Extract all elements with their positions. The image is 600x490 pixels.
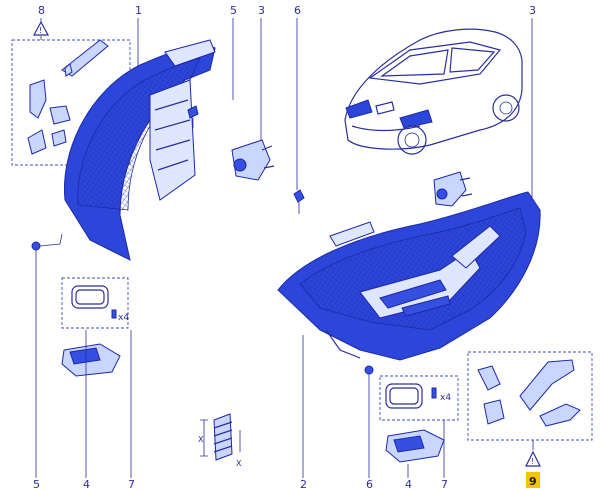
left-led-module	[61, 343, 121, 377]
warning-icon-right: !	[525, 450, 541, 467]
callout-bottom-2: 2	[300, 478, 307, 490]
screw-part-6	[293, 189, 305, 214]
svg-text:!: !	[531, 457, 534, 466]
badge-label: 9	[529, 475, 537, 488]
bracket-kit-group	[11, 39, 131, 166]
callout-bottom-4b: 4	[405, 478, 412, 490]
headlamp-actuator-right	[433, 171, 473, 207]
screw-part	[187, 105, 199, 128]
left-headlamp	[63, 39, 216, 261]
callout-top-5a: 5	[230, 4, 237, 17]
callout-top-8: 8	[38, 4, 45, 17]
callout-bottom-5: 5	[33, 478, 40, 490]
right-headlamp	[277, 191, 541, 361]
screw-icon	[31, 241, 41, 262]
headlamp-actuator	[231, 139, 275, 181]
callout-top-3a: 3	[258, 4, 265, 17]
right-seal-kit: x4	[379, 375, 459, 421]
screw-icon-right	[364, 365, 374, 384]
bracket-kit-group-right	[467, 351, 593, 441]
right-led-module	[385, 429, 445, 463]
callout-top-3b: 3	[529, 4, 536, 17]
car-illustration	[344, 28, 523, 155]
mounting-bolt-detail: X X	[198, 413, 242, 468]
callout-top-1: 1	[135, 4, 142, 17]
callout-bottom-7a: 7	[128, 478, 135, 490]
warning-icon: !	[32, 20, 50, 36]
svg-text:!: !	[39, 26, 42, 35]
qty-label-right: x4	[440, 393, 451, 403]
qty-label-left: x4	[118, 313, 129, 323]
callout-top-6: 6	[294, 4, 301, 17]
part-number-badge: 9	[526, 472, 540, 488]
callout-bottom-4a: 4	[83, 478, 90, 490]
callout-bottom-7b: 7	[441, 478, 448, 490]
dimension-x-label-2: X	[236, 459, 242, 468]
dimension-x-label: X	[198, 435, 204, 444]
left-seal-kit: x4	[61, 277, 129, 329]
callout-bottom-6: 6	[366, 478, 373, 490]
